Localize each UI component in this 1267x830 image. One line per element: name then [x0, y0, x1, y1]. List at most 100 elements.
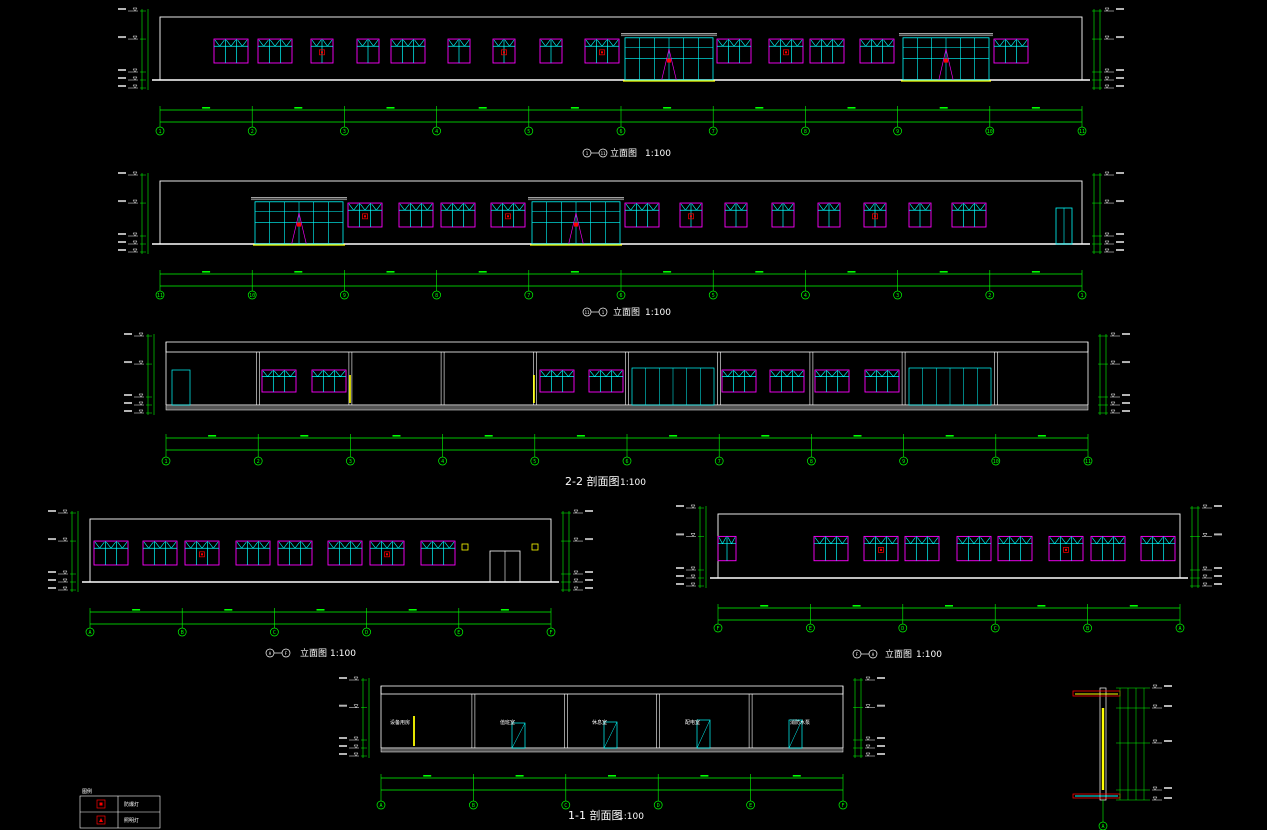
window-frame [814, 369, 850, 393]
line [860, 39, 866, 47]
level-mark-icon [132, 7, 138, 12]
axis-bubble [432, 126, 441, 136]
axis-bubble [524, 290, 534, 300]
line [278, 370, 284, 377]
line [298, 213, 307, 245]
level-mark-icon [1104, 232, 1110, 237]
room-label: 设备用房 [390, 719, 410, 726]
lamp-marker-dot [364, 215, 366, 218]
axis-label: 8 [804, 129, 807, 135]
level-mark-icon [1104, 171, 1110, 176]
line [503, 203, 509, 211]
window [310, 38, 334, 64]
window-frame [184, 540, 220, 566]
level-mark-icon [1152, 786, 1158, 791]
line [568, 213, 577, 245]
level-mark-icon [865, 752, 871, 757]
lamp-marker-icon [199, 551, 205, 558]
line [540, 39, 546, 47]
line [914, 203, 920, 211]
room-label: 配电室 [685, 719, 700, 726]
line [877, 370, 883, 377]
level-mark-icon [132, 68, 138, 73]
line [278, 541, 284, 549]
line [750, 370, 756, 377]
axis-label: 9 [343, 293, 346, 299]
axis-bubble [801, 290, 810, 300]
line [316, 39, 322, 47]
level-mark-icon [1202, 504, 1208, 509]
axis-label: 8 [810, 459, 813, 465]
room-label: 休息室 [592, 719, 607, 726]
line [568, 370, 574, 377]
window [539, 38, 563, 64]
level-text-placeholder [118, 200, 126, 203]
axis-label: 7 [527, 293, 530, 299]
line [601, 39, 607, 47]
level-mark-icon [62, 578, 68, 583]
line [785, 39, 791, 47]
title-axis-start: 1 [586, 151, 589, 156]
dimension-text-placeholder [208, 435, 217, 437]
title-axis-end: 1 [602, 310, 605, 315]
line [507, 203, 513, 211]
view-title-e1: 1 11 立面图 1:100 [582, 147, 671, 159]
axis-bubble [806, 623, 815, 633]
line [820, 370, 826, 377]
line [312, 370, 318, 377]
title-axis-start: A [269, 651, 272, 656]
axis-label: 7 [712, 129, 715, 135]
level-mark-icon [1110, 332, 1116, 337]
level-text-placeholder [48, 587, 56, 589]
window [213, 38, 249, 64]
lamp-marker-dot [201, 553, 203, 556]
line [998, 537, 1004, 544]
axis-label: D [657, 803, 660, 809]
level-mark-icon [132, 35, 138, 40]
line [786, 370, 792, 377]
line [386, 541, 392, 549]
line [814, 537, 820, 544]
window-frame [997, 535, 1033, 562]
level-text-placeholder [1214, 533, 1222, 536]
level-mark-icon [1104, 7, 1110, 12]
line [328, 370, 334, 377]
level-text-placeholder [1122, 394, 1130, 396]
view-title-e3: A F 立面图 1:100 [265, 647, 356, 659]
dimension-text-placeholder [608, 775, 616, 777]
window [440, 202, 476, 228]
level-text-placeholder [118, 8, 126, 10]
line [373, 39, 379, 47]
line [197, 541, 203, 549]
line [585, 39, 591, 47]
axis-label: 1 [158, 129, 161, 135]
axis-bubble [893, 126, 902, 136]
level-text-placeholder [676, 575, 684, 577]
line [360, 203, 366, 211]
axis-bubble [85, 627, 95, 637]
line [441, 203, 447, 211]
window-frame [440, 202, 476, 228]
view-title-s11: 1-1 剖面图 1:100 [568, 808, 644, 822]
window [539, 369, 575, 393]
window-frame [584, 38, 620, 64]
line [865, 370, 871, 377]
line [745, 370, 751, 377]
view-title-text: 2-2 剖面图 [565, 474, 619, 488]
level-text-placeholder [339, 753, 347, 755]
axis-label: 8 [435, 293, 438, 299]
line [612, 370, 618, 377]
level-mark-icon [865, 676, 871, 681]
window-frame [624, 202, 660, 228]
level-mark-icon [132, 248, 138, 253]
line [985, 537, 991, 544]
line [641, 203, 647, 211]
legend-title: 图例 [82, 788, 92, 795]
dimension-text-placeholder [478, 107, 487, 109]
lamp-marker-icon [297, 222, 301, 227]
dimension-text-placeholder [294, 107, 303, 109]
axis-bubble [438, 456, 447, 466]
title-axis-start: F [856, 652, 859, 657]
window [768, 38, 804, 64]
level-text-placeholder [118, 241, 126, 243]
